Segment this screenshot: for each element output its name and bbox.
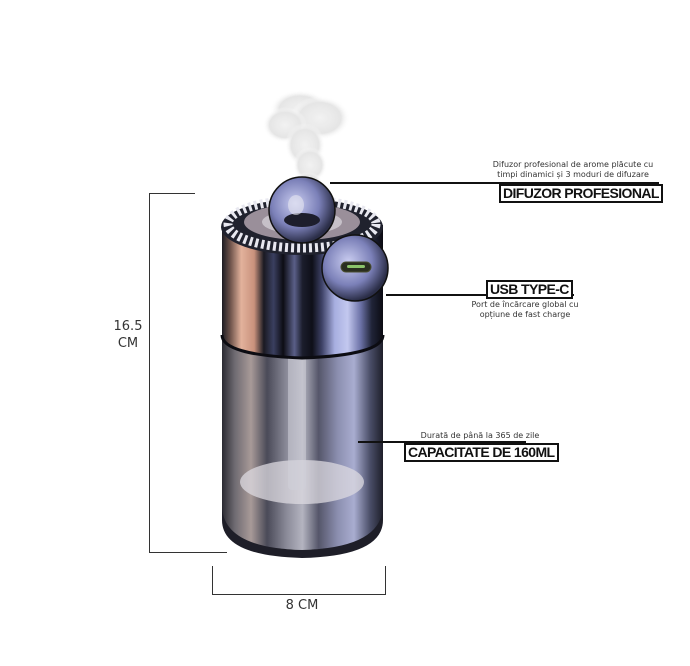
capacity-label: CAPACITATE DE 160ML — [404, 443, 559, 462]
height-dimension-label: 16.5 CM — [108, 318, 148, 352]
width-dimension-line — [212, 594, 386, 595]
width-dimension-left-tick — [212, 566, 213, 595]
diffuser-description: Difuzor profesional de arome plăcute cu … — [478, 160, 668, 180]
height-dimension-top-tick — [149, 193, 195, 194]
usb-description-line-1: Port de încărcare global cu — [471, 300, 579, 309]
diffuser-label: DIFUZOR PROFESIONAL — [499, 184, 663, 203]
mist — [263, 90, 350, 192]
capacity-leader-line — [358, 441, 526, 443]
usb-label: USB TYPE-C — [486, 280, 573, 299]
capacity-description: Durată de până la 365 de zile — [400, 431, 560, 441]
height-unit: CM — [117, 336, 139, 351]
diffuser-description-line-1: Difuzor profesional de arome plăcute cu — [492, 160, 654, 169]
height-dimension-line — [149, 193, 150, 553]
usb-description: Port de încărcare global cu opțiune de f… — [455, 300, 595, 320]
diffuser-description-line-2: timpi dinamici și 3 moduri de difuzare — [497, 170, 649, 179]
width-dimension-right-tick — [385, 566, 386, 595]
capacity-description-line-1: Durată de până la 365 de zile — [420, 431, 540, 440]
usb-description-line-2: opțiune de fast charge — [479, 310, 571, 319]
diffuser-leader-line — [330, 182, 659, 184]
height-value: 16.5 — [113, 319, 143, 334]
width-dimension-label: 8 CM — [285, 598, 319, 613]
usb-leader-line — [386, 294, 574, 296]
height-dimension-bottom-tick — [149, 552, 227, 553]
